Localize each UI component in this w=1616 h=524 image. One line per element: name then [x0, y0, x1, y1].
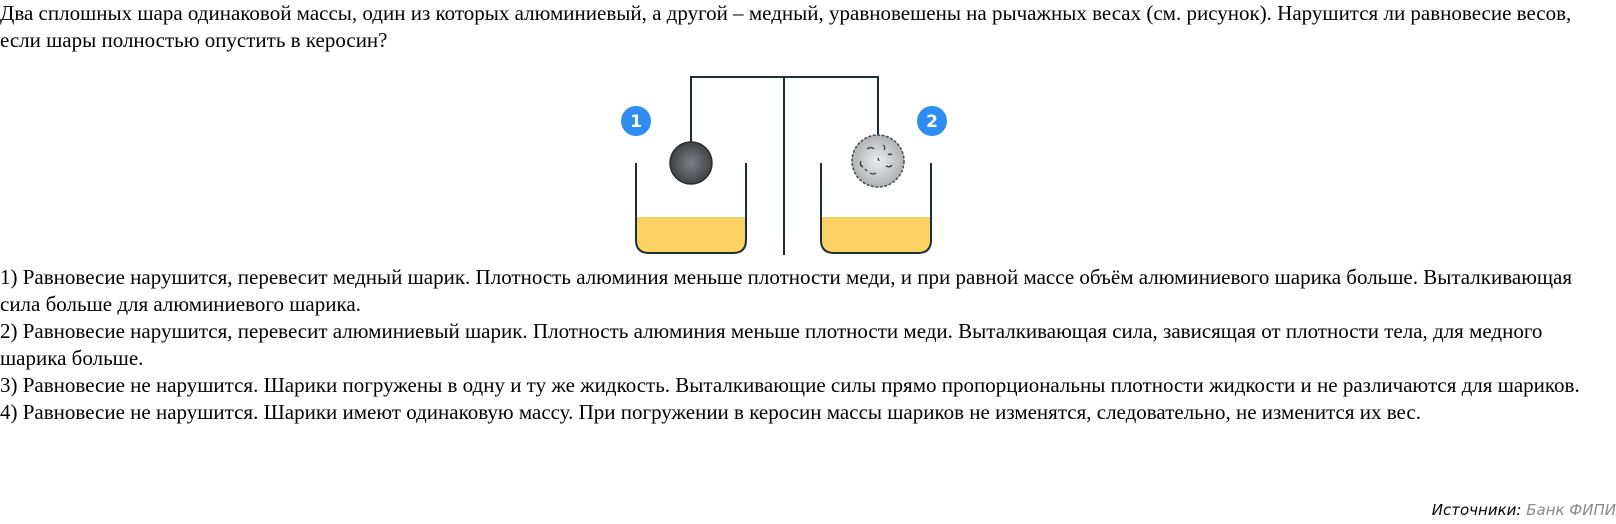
beaker-right: [820, 163, 932, 254]
sources-label: Источники:: [1431, 501, 1522, 519]
sources: Источники: Банк ФИПИ: [1432, 500, 1616, 520]
marker-2-icon: 2: [917, 106, 947, 136]
scale-frame: [690, 76, 879, 255]
answer-option-4: 4) Равновесие не нарушится. Шарики имеют…: [0, 400, 1421, 424]
beaker-left: [635, 163, 747, 254]
ball-copper: [669, 141, 713, 185]
svg-text:2: 2: [926, 112, 938, 132]
question-text: Два сплошных шара одинаковой массы, один…: [0, 1, 1572, 52]
svg-text:1: 1: [630, 112, 642, 132]
sources-link[interactable]: Банк ФИПИ: [1526, 501, 1616, 519]
answer-option-3: 3) Равновесие не нарушится. Шарики погру…: [0, 373, 1580, 397]
answer-option-1: 1) Равновесие нарушится, перевесит медны…: [0, 265, 1573, 316]
balance-figure: 1 2: [620, 65, 980, 265]
answer-options: 1) Равновесие нарушится, перевесит медны…: [0, 264, 1600, 426]
answer-option-2: 2) Равновесие нарушится, перевесит алюми…: [0, 319, 1543, 370]
ball-aluminium: [851, 134, 905, 188]
marker-1-icon: 1: [621, 106, 651, 136]
